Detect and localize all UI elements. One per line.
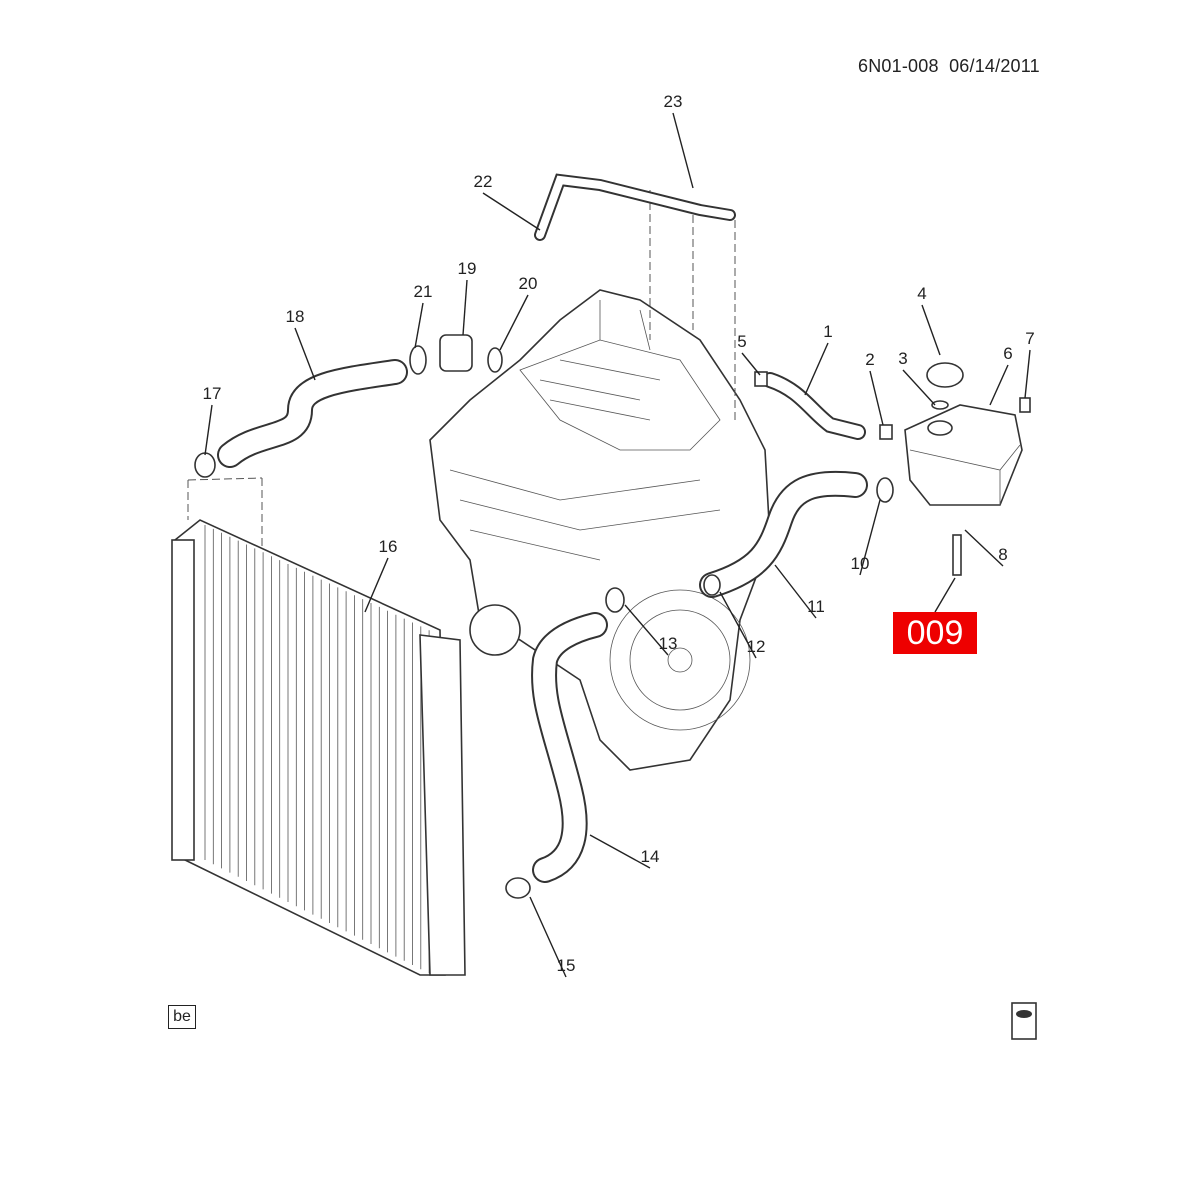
callout-5: 5 (737, 332, 746, 351)
engine-code-symbol: be (168, 1005, 196, 1029)
callout-leader-3 (902, 369, 936, 406)
callout-11: 11 (807, 597, 825, 616)
callout-leader-1 (804, 342, 829, 396)
callout-4: 4 (917, 284, 926, 303)
callout-leader-20 (499, 294, 529, 351)
callout-19: 19 (458, 259, 477, 278)
clamp-5 (754, 371, 768, 387)
callout-14: 14 (641, 847, 660, 866)
callout-leader-23 (672, 112, 694, 189)
callout-22: 22 (474, 172, 493, 191)
callout-leader-12 (719, 591, 757, 659)
callout-3: 3 (898, 349, 907, 368)
callout-leader-5 (741, 352, 761, 376)
callout-leader-16 (364, 557, 389, 613)
clamp-15 (505, 877, 531, 899)
fluid-reservoir-icon (1011, 1002, 1037, 1040)
diagram-id: 6N01-008 (858, 56, 939, 76)
callout-1: 1 (823, 322, 832, 341)
callout-leader-21 (414, 302, 424, 349)
callout-leader-11 (774, 564, 817, 619)
callout-6: 6 (1003, 344, 1012, 363)
callout-leader-15 (529, 896, 567, 978)
callout-leader-6 (989, 364, 1009, 406)
callout-18: 18 (286, 307, 305, 326)
seal-20 (487, 347, 503, 373)
hoses (217, 173, 868, 883)
clamp-2 (879, 424, 893, 440)
callout-leader-8 (964, 529, 1004, 567)
highlighted-part-badge: 009 (893, 612, 977, 654)
callout-leader-14 (589, 834, 651, 869)
callout-23: 23 (664, 92, 683, 111)
callout-15: 15 (557, 956, 576, 975)
callout-10: 10 (851, 554, 870, 573)
callout-leader-19 (462, 279, 468, 336)
callout-8: 8 (998, 545, 1007, 564)
diagram-date: 06/14/2011 (949, 56, 1040, 76)
callout-leader-13 (624, 604, 669, 656)
thermostat-housing-19 (439, 334, 473, 372)
callout-21: 21 (414, 282, 433, 301)
callout-16: 16 (379, 537, 398, 556)
coolant-reservoir (904, 362, 1031, 576)
radiator (171, 519, 466, 976)
callout-17: 17 (203, 384, 222, 403)
callout-12: 12 (747, 637, 766, 656)
callout-leader-17 (204, 404, 213, 456)
callout-20: 20 (519, 274, 538, 293)
callout-13: 13 (659, 634, 678, 653)
clamp-10 (876, 477, 894, 503)
callout-7: 7 (1025, 329, 1034, 348)
reservoir-cap (926, 362, 964, 388)
callout-leader-4 (921, 304, 941, 356)
clamp-13 (605, 587, 625, 613)
diagram-header: 6N01-008 06/14/2011 (858, 56, 1040, 77)
callout-leader-7 (1024, 349, 1031, 399)
engine (429, 289, 771, 771)
callout-2: 2 (865, 350, 874, 369)
clamp-12 (703, 574, 721, 596)
callout-leader-2 (869, 370, 884, 426)
callout-leader-22 (482, 192, 541, 231)
callout-leader-18 (294, 327, 316, 381)
seal-21 (409, 345, 427, 375)
clamp-17 (194, 452, 216, 478)
badge-leader (934, 577, 956, 613)
callout-leader-10 (859, 499, 881, 576)
sensor-009 (952, 534, 962, 576)
